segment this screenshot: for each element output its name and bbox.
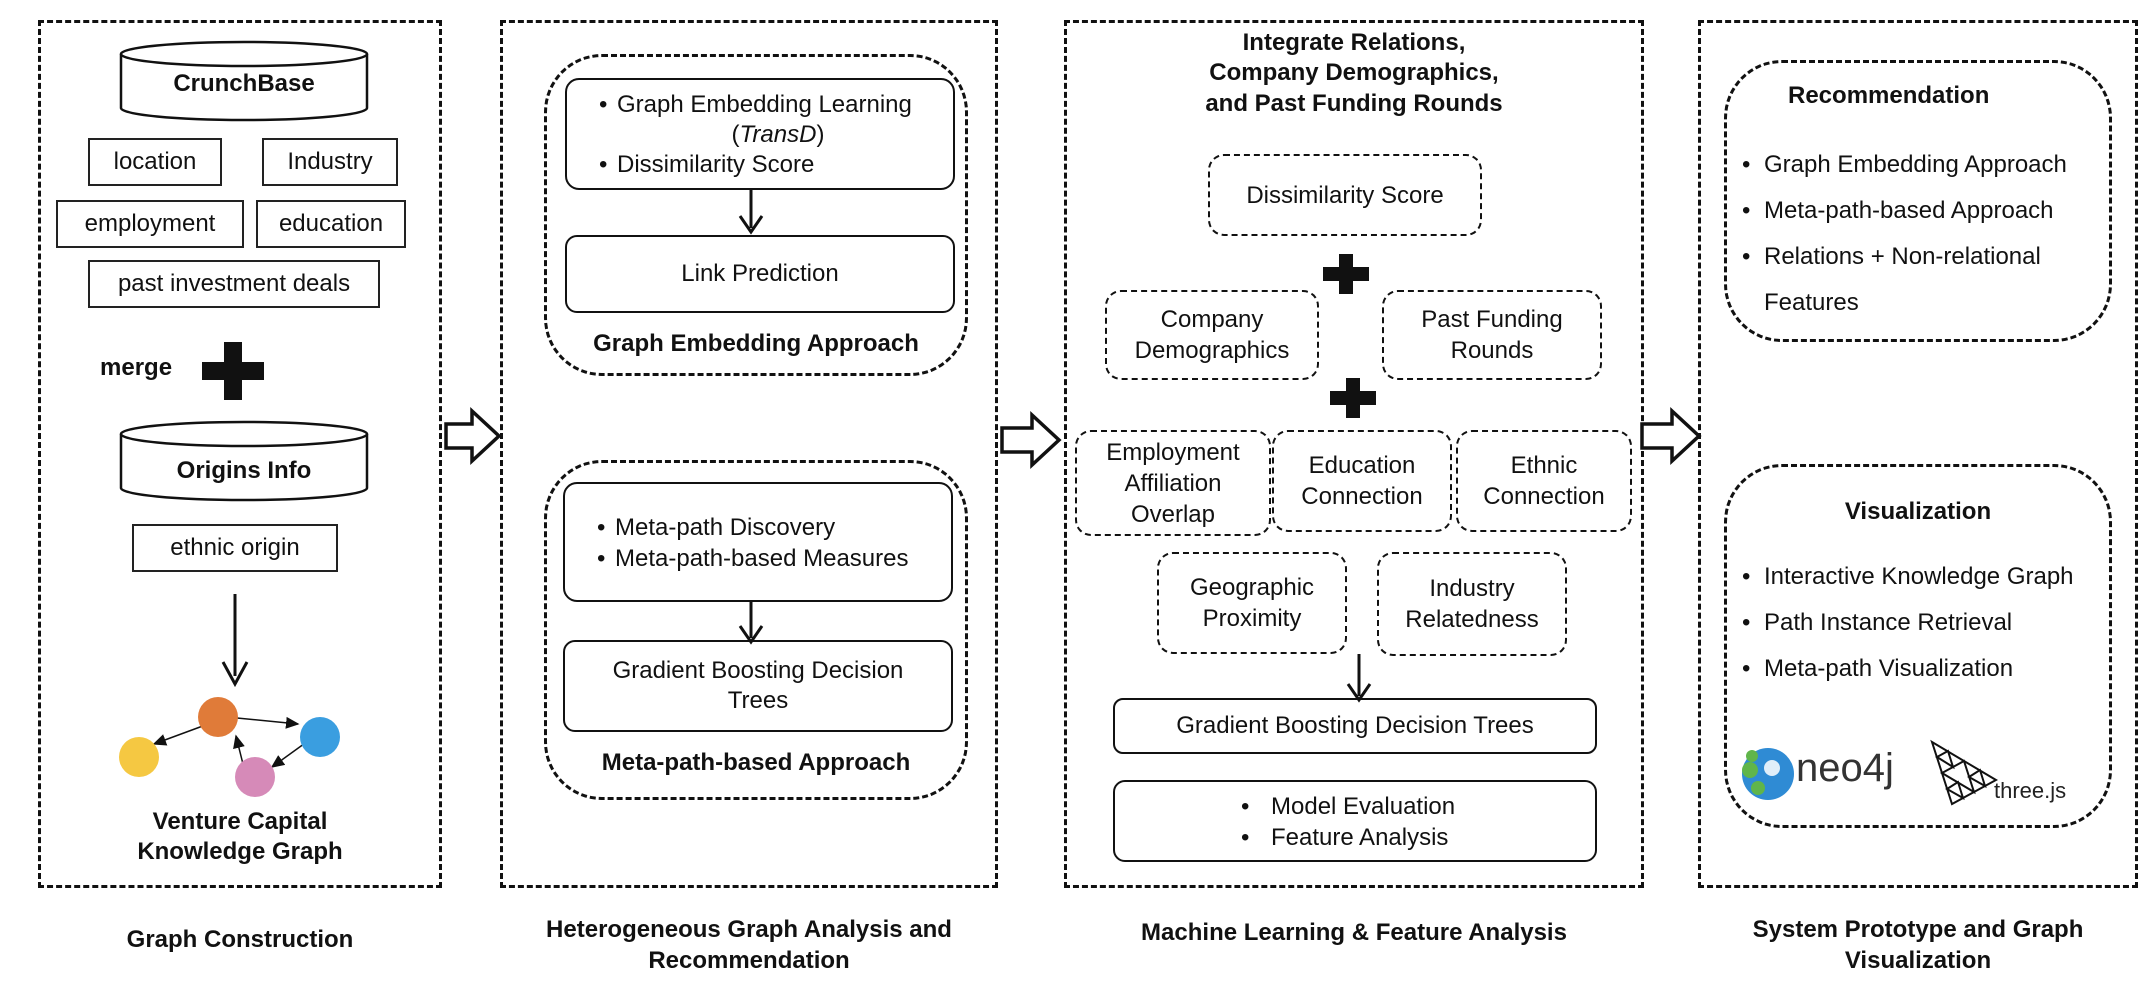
down-arrow-icon <box>1346 654 1372 703</box>
graph-construction-panel <box>38 20 442 888</box>
crunchbase-label: CrunchBase <box>173 70 315 97</box>
evaluation-box: •Model Evaluation •Feature Analysis <box>1113 780 1597 862</box>
crunchbase-cylinder-icon <box>119 40 369 122</box>
gbdt-line2: Trees <box>727 687 789 714</box>
down-arrow-icon <box>738 602 764 645</box>
hollow-arrow-icon-2 <box>1000 410 1062 470</box>
visualization-title: Visualization <box>1844 498 1992 525</box>
down-arrow-icon <box>221 594 249 688</box>
vis-item-3: Meta-path Visualization <box>1764 655 2014 682</box>
attr-location: location <box>88 138 222 186</box>
hollow-arrow-icon-3 <box>1640 406 1702 466</box>
vis-item-1: Interactive Knowledge Graph <box>1764 563 2074 590</box>
meta-path-approach-title: Meta-path-based Approach <box>601 749 911 776</box>
ml-title-line3: and Past Funding Rounds <box>1205 90 1503 117</box>
caption-heterogeneous-line2: Recommendation <box>648 947 850 974</box>
attr-industry: Industry <box>262 138 398 186</box>
visualization-list: •Interactive Knowledge Graph •Path Insta… <box>1742 554 2102 692</box>
gbdt-ml-box: Gradient Boosting Decision Trees <box>1113 698 1597 754</box>
graph-embedding-approach-title: Graph Embedding Approach <box>593 330 919 357</box>
past-funding-rounds-box: Past Funding Rounds <box>1382 290 1602 380</box>
employment-affiliation-box: Employment Affiliation Overlap <box>1075 430 1271 536</box>
eval-bullet-2: Feature Analysis <box>1271 824 1449 851</box>
ge-bullet-2: Dissimilarity Score <box>617 151 815 178</box>
rec-item-3: Relations + Non-relational <box>1764 243 2041 270</box>
industry-relatedness-box: Industry Relatedness <box>1377 552 1567 656</box>
recommendation-title: Recommendation <box>1788 82 1990 109</box>
rec-item-4: Features <box>1764 289 1859 316</box>
recommendation-group <box>1724 60 2112 342</box>
mp-bullet-1: Meta-path Discovery <box>615 514 836 541</box>
attr-past-investment-deals: past investment deals <box>88 260 380 308</box>
neo4j-logo-icon <box>1742 748 1794 800</box>
rec-item-2: Meta-path-based Approach <box>1764 197 2054 224</box>
ge-bullet-1: Graph Embedding Learning <box>617 91 912 118</box>
caption-system-line2: Visualization <box>1844 947 1992 974</box>
ge-transd: (TransD) <box>731 121 825 148</box>
ml-title-line2: Company Demographics, <box>1209 59 1499 86</box>
knowledge-graph-icon <box>119 697 340 797</box>
origins-cylinder-icon <box>119 420 369 502</box>
ethnic-connection-box: Ethnic Connection <box>1456 430 1632 532</box>
heterogeneous-analysis-panel <box>500 20 998 888</box>
graph-embedding-group <box>544 54 968 376</box>
meta-path-group <box>544 460 968 800</box>
mp-bullet-2: Meta-path-based Measures <box>615 545 909 572</box>
education-connection-box: Education Connection <box>1272 430 1452 532</box>
eval-bullet-1: Model Evaluation <box>1271 793 1456 820</box>
rec-item-1: Graph Embedding Approach <box>1764 151 2067 178</box>
link-prediction-box: Link Prediction <box>565 235 955 313</box>
geographic-proximity-box: Geographic Proximity <box>1157 552 1347 654</box>
threejs-logo-icon <box>1930 739 1999 806</box>
neo4j-logo-text: neo4j <box>1796 746 1894 790</box>
merge-label: merge <box>100 354 173 381</box>
vis-item-2: Path Instance Retrieval <box>1764 609 2013 636</box>
caption-heterogeneous-line1: Heterogeneous Graph Analysis and <box>546 916 952 943</box>
threejs-logo-text: three.js <box>1994 778 2067 803</box>
machine-learning-panel <box>1064 20 1644 888</box>
recommendation-list: •Graph Embedding Approach •Meta-path-bas… <box>1742 142 2102 326</box>
attr-ethnic-origin: ethnic origin <box>132 524 338 572</box>
kg-title-line1: Venture Capital <box>152 808 328 835</box>
caption-system-line1: System Prototype and Graph <box>1752 916 2084 943</box>
plus-icon <box>1330 378 1376 418</box>
caption-graph-construction: Graph Construction <box>126 926 354 953</box>
plus-icon <box>1323 254 1369 294</box>
kg-title-line2: Knowledge Graph <box>137 838 343 865</box>
hollow-arrow-icon-1 <box>444 406 502 466</box>
attr-education: education <box>256 200 406 248</box>
origins-info-label: Origins Info <box>176 457 312 484</box>
gbdt-line1: Gradient Boosting Decision <box>612 657 904 684</box>
system-prototype-panel <box>1698 20 2138 888</box>
ml-title-line1: Integrate Relations, <box>1242 29 1466 56</box>
gbdt-box: Gradient Boosting Decision Trees <box>563 640 953 732</box>
down-arrow-icon <box>738 190 764 235</box>
merge-plus-icon <box>202 342 264 400</box>
company-demographics-box: Company Demographics <box>1105 290 1319 380</box>
visualization-group <box>1724 464 2112 828</box>
attr-employment: employment <box>56 200 244 248</box>
caption-machine-learning: Machine Learning & Feature Analysis <box>1141 919 1567 946</box>
dissimilarity-score-box: Dissimilarity Score <box>1208 154 1482 236</box>
meta-path-box: •Meta-path Discovery •Meta-path-based Me… <box>563 482 953 602</box>
graph-embedding-box: •Graph Embedding Learning (TransD) •Diss… <box>565 78 955 190</box>
